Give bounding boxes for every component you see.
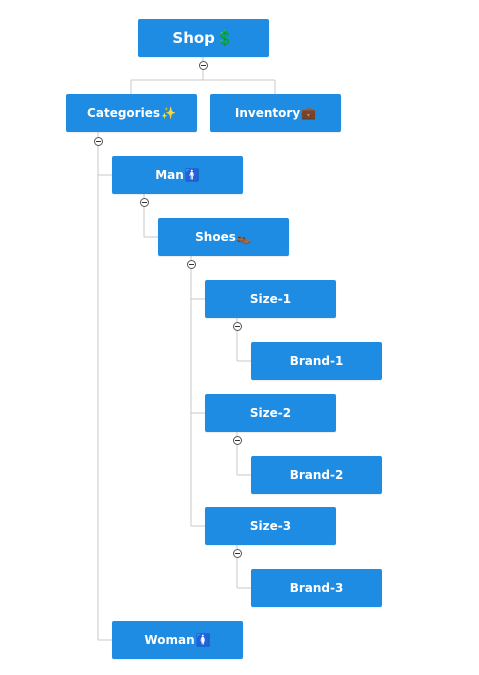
node-brand-2[interactable]: Brand-2 [251, 456, 382, 494]
node-brand-3-label: Brand-3 [289, 581, 344, 595]
node-shop-label: Shop [172, 29, 215, 47]
man-symbol-icon: 🚹 [184, 168, 200, 182]
node-shoes-label: Shoes [195, 230, 236, 244]
collapse-man-icon[interactable] [140, 198, 149, 207]
collapse-shoes-icon[interactable] [187, 260, 196, 269]
node-shop[interactable]: Shop 💲 [138, 19, 269, 57]
node-brand-3[interactable]: Brand-3 [251, 569, 382, 607]
node-size-2-label: Size-2 [249, 406, 292, 420]
shoe-icon: 👞 [236, 230, 252, 244]
node-brand-2-label: Brand-2 [289, 468, 344, 482]
node-size-1-label: Size-1 [249, 292, 292, 306]
node-size-3-label: Size-3 [249, 519, 292, 533]
woman-symbol-icon: 🚺 [195, 633, 211, 647]
collapse-categories-icon[interactable] [94, 137, 103, 146]
node-man-label: Man [155, 168, 184, 182]
node-woman-label: Woman [144, 633, 195, 647]
node-size-1[interactable]: Size-1 [205, 280, 336, 318]
node-size-2[interactable]: Size-2 [205, 394, 336, 432]
node-size-3[interactable]: Size-3 [205, 507, 336, 545]
node-inventory[interactable]: Inventory 💼 [210, 94, 341, 132]
node-man[interactable]: Man 🚹 [112, 156, 243, 194]
briefcase-icon: 💼 [301, 106, 317, 120]
collapse-size-1-icon[interactable] [233, 322, 242, 331]
dollar-icon: 💲 [215, 29, 235, 47]
node-inventory-label: Inventory [234, 106, 301, 120]
node-brand-1[interactable]: Brand-1 [251, 342, 382, 380]
node-brand-1-label: Brand-1 [289, 354, 344, 368]
collapse-shop-icon[interactable] [199, 61, 208, 70]
node-categories-label: Categories [87, 106, 160, 120]
node-shoes[interactable]: Shoes 👞 [158, 218, 289, 256]
collapse-size-3-icon[interactable] [233, 549, 242, 558]
node-categories[interactable]: Categories ✨ [66, 94, 197, 132]
collapse-size-2-icon[interactable] [233, 436, 242, 445]
node-woman[interactable]: Woman 🚺 [112, 621, 243, 659]
sparkles-icon: ✨ [160, 106, 176, 120]
